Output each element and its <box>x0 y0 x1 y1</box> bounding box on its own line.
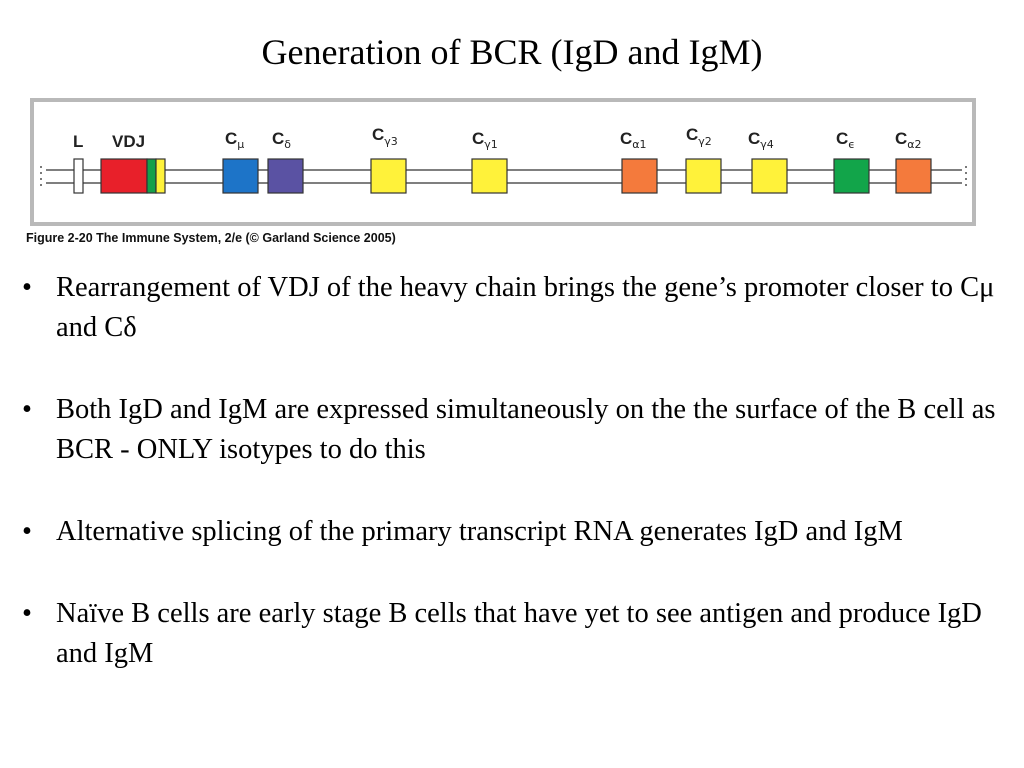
segment-C-gamma4-label: Cγ4 <box>748 129 774 151</box>
segment-VDJ-yellow <box>155 158 166 194</box>
bullet-item: • Both IgD and IgM are expressed simulta… <box>22 390 1012 470</box>
bullet-list: • Rearrangement of VDJ of the heavy chai… <box>22 268 1012 716</box>
gene-locus-diagram: L VDJ Cμ Cδ Cγ3 Cγ1 Cα1 Cγ2 Cγ4 Cϵ Cα2 <box>40 125 967 194</box>
segment-VDJ-box <box>100 158 148 194</box>
bullet-text: Rearrangement of VDJ of the heavy chain … <box>56 272 995 343</box>
segment-C-epsilon-box <box>833 158 870 194</box>
segment-C-gamma3-label: Cγ3 <box>372 125 398 148</box>
segment-C-gamma2-box <box>685 158 722 194</box>
segment-VDJ-label: VDJ <box>112 132 145 151</box>
bullet-item: • Rearrangement of VDJ of the heavy chai… <box>22 268 1012 348</box>
bullet-marker: • <box>22 516 32 547</box>
segment-C-delta-label: Cδ <box>272 129 291 151</box>
bullet-text: Both IgD and IgM are expressed simultane… <box>56 394 996 465</box>
segment-C-gamma2-label: Cγ2 <box>686 125 712 148</box>
bullet-item: • Alternative splicing of the primary tr… <box>22 512 1012 552</box>
segment-C-alpha2-box <box>895 158 932 194</box>
segment-C-alpha2-label: Cα2 <box>895 129 922 151</box>
bullet-item: • Naïve B cells are early stage B cells … <box>22 594 1012 674</box>
bullet-marker: • <box>22 394 32 425</box>
bullet-text: Naïve B cells are early stage B cells th… <box>56 598 982 669</box>
segment-C-gamma3-box <box>370 158 407 194</box>
bullet-marker: • <box>22 272 32 303</box>
segment-C-alpha1-box <box>621 158 658 194</box>
figure-caption: Figure 2-20 The Immune System, 2/e (© Ga… <box>26 231 396 245</box>
bullet-text: Alternative splicing of the primary tran… <box>56 516 903 547</box>
segment-C-gamma1-label: Cγ1 <box>472 129 498 151</box>
segment-C-alpha1-label: Cα1 <box>620 129 647 151</box>
segment-C-mu-label: Cμ <box>225 129 244 151</box>
segment-VDJ-green <box>146 158 157 194</box>
segment-L-box <box>73 158 84 194</box>
segment-C-epsilon-label: Cϵ <box>836 129 855 151</box>
segment-C-gamma4-box <box>751 158 788 194</box>
segment-L-label: L <box>73 132 83 151</box>
segment-C-gamma1-box <box>471 158 508 194</box>
segment-C-mu-box <box>222 158 259 194</box>
segment-C-delta-box <box>267 158 304 194</box>
bullet-marker: • <box>22 598 32 629</box>
slide-title: Generation of BCR (IgD and IgM) <box>261 32 763 72</box>
